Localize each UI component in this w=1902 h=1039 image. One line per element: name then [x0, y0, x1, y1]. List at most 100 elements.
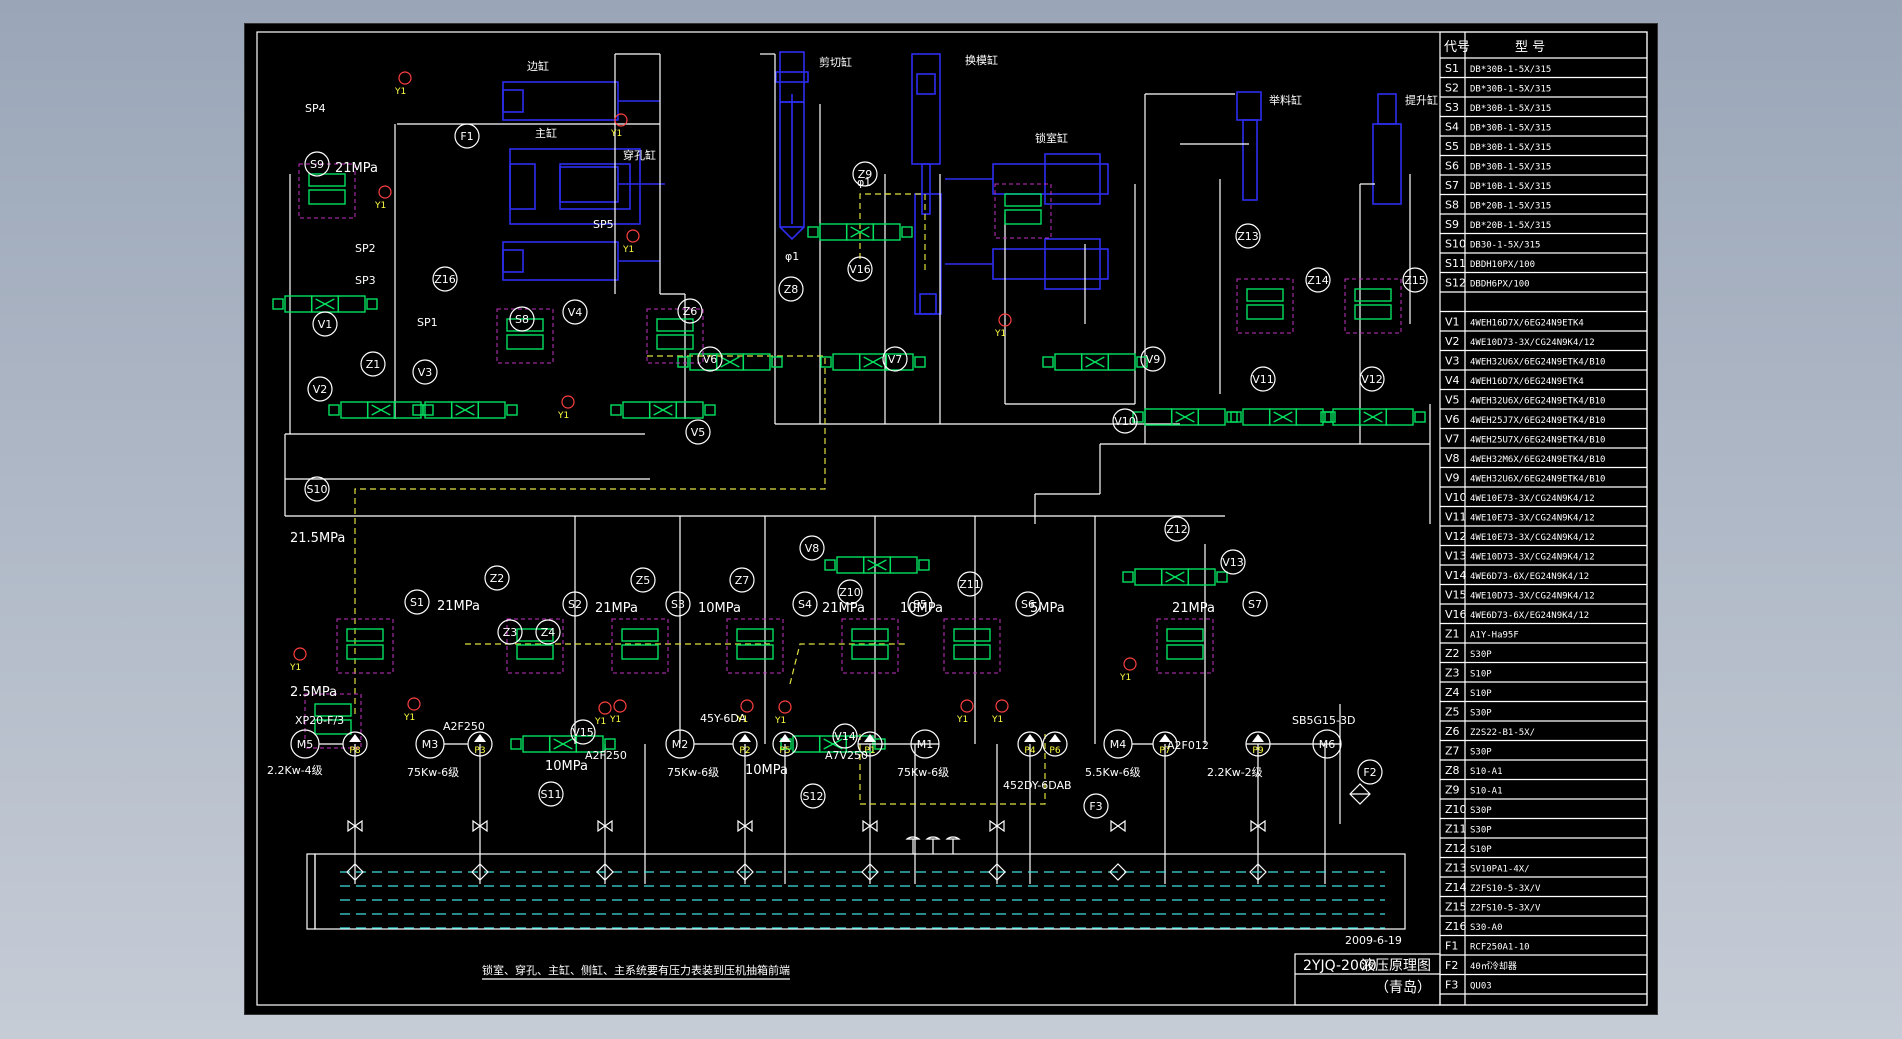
- text-pump_m5: XP20-F/3: [295, 714, 344, 727]
- solenoid: [771, 356, 783, 368]
- gauge-label: Y1: [610, 129, 622, 139]
- relief-boundary: [943, 618, 1001, 674]
- relief-solenoid: [1166, 644, 1204, 660]
- relief-valve: [516, 628, 554, 642]
- text-sp3: SP3: [355, 274, 376, 287]
- text-sp2: SP2: [355, 242, 376, 255]
- label-circle-z13: [1235, 223, 1261, 249]
- pump-label-p9: P9: [1252, 746, 1263, 756]
- relief-valve: [736, 628, 774, 642]
- suction-filter: [471, 863, 489, 881]
- outer-frame: [256, 31, 1648, 1006]
- suction-filter: [736, 863, 754, 881]
- valve-spool: [393, 401, 422, 419]
- relief-valve: [621, 628, 659, 642]
- valve-spool: [1187, 568, 1216, 586]
- text-sp4: SP4: [305, 102, 326, 115]
- relief-solenoid: [656, 334, 694, 350]
- label-circle-s9: [304, 151, 330, 177]
- table-row-model: 4WE10D73-3X/CG24N9K4/12: [1470, 592, 1595, 602]
- label-circle-v5: [685, 419, 711, 445]
- valve-spool: [1144, 408, 1173, 426]
- pump-p1: [857, 731, 883, 757]
- ball-valve: [472, 819, 488, 833]
- label-circle-z9: [852, 161, 878, 187]
- pressure-gauge: [398, 71, 412, 85]
- label-s6: S6: [1021, 598, 1035, 611]
- table-row-code: V7: [1445, 433, 1460, 446]
- relief-solenoid: [621, 644, 659, 660]
- solenoid: [1320, 411, 1332, 423]
- text-phi1b: φ1: [857, 176, 871, 189]
- relief-valve: [1004, 193, 1042, 207]
- label-circle-v11: [1250, 366, 1276, 392]
- table-row-code: S11: [1445, 257, 1466, 270]
- relief-valve-blocks: [298, 163, 1402, 749]
- pump-label-p4: P4: [1024, 746, 1035, 756]
- text-sp5: SP5: [593, 218, 614, 231]
- label-circle-v3: [412, 359, 438, 385]
- suction-filter: [988, 863, 1006, 881]
- relief-solenoid: [308, 189, 346, 205]
- solenoid: [604, 738, 616, 750]
- valve-spool: [1385, 408, 1414, 426]
- relief-valve: [1246, 288, 1284, 302]
- changer-cylinder: [911, 53, 942, 315]
- label-v16: V16: [849, 263, 871, 276]
- valve-spool: [1242, 408, 1271, 426]
- label-v15: V15: [572, 726, 594, 739]
- lift-cylinder-b: [1372, 93, 1402, 205]
- pressure-gauge: [378, 185, 392, 199]
- table-row-model: DBDH6PX/100: [1470, 280, 1530, 290]
- ball-valve: [347, 819, 363, 833]
- text-motor_m5: 2.2Kw-4级: [267, 764, 323, 777]
- table-row-code: Z12: [1445, 842, 1467, 855]
- table-row-model: 4WEH32U6X/6EG24N9ETK4/B10: [1470, 397, 1605, 407]
- label-circle-z6: [677, 298, 703, 324]
- table-row-model: DB*30B-1-5X/315: [1470, 163, 1551, 173]
- table-row-code: V13: [1445, 550, 1467, 563]
- label-circle-z2: [484, 565, 510, 591]
- pressure-gauge: [293, 647, 307, 661]
- label-circle-s12: [800, 783, 826, 809]
- pump-label-p8: P8: [349, 746, 360, 756]
- table-row-model: RCF250A1-10: [1470, 943, 1530, 953]
- solenoid: [807, 226, 819, 238]
- label-s11: S11: [541, 788, 562, 801]
- valve-spool: [872, 223, 901, 241]
- table-row-model: DB*10B-1-5X/315: [1470, 182, 1551, 192]
- relief-boundary: [1344, 278, 1402, 334]
- relief-boundary: [994, 183, 1052, 239]
- table-row-code: S4: [1445, 121, 1459, 134]
- table-row-model: QU03: [1470, 982, 1492, 992]
- pump-p3: [467, 731, 493, 757]
- label-circle-s7: [1242, 591, 1268, 617]
- relief-solenoid: [736, 644, 774, 660]
- table-row-code: Z11: [1445, 823, 1467, 836]
- ball-valve: [597, 819, 613, 833]
- suction-filter: [861, 863, 879, 881]
- table-row-model: DBDH10PX/100: [1470, 260, 1535, 270]
- table-row-code: S9: [1445, 218, 1459, 231]
- pump-arrow-p5: [779, 734, 791, 742]
- label-circle-v1: [312, 311, 338, 337]
- table-row-code: Z4: [1445, 686, 1460, 699]
- table-row-code: Z1: [1445, 628, 1460, 641]
- pump-p2: [732, 731, 758, 757]
- table-row-model: DB*30B-1-5X/315: [1470, 85, 1551, 95]
- relief-solenoid: [516, 644, 554, 660]
- ball-valve: [737, 819, 753, 833]
- table-row-code: S7: [1445, 179, 1459, 192]
- pump-arrow-p8: [349, 734, 361, 742]
- solenoid: [1132, 411, 1144, 423]
- shear-cylinder-label: 剪切缸: [819, 55, 852, 69]
- table-row-model: DB30-1-5X/315: [1470, 241, 1540, 251]
- label-s2: S2: [568, 598, 582, 611]
- text-s10_p: 21.5MPa: [290, 531, 345, 546]
- label-z9: Z9: [858, 168, 873, 181]
- relief-solenoid: [1246, 304, 1284, 320]
- relief-boundary: [1156, 618, 1214, 674]
- table-row-model: 4WE10D73-3X/CG24N9K4/12: [1470, 338, 1595, 348]
- table-row-code: Z2: [1445, 647, 1460, 660]
- pump-label-p1: P1: [864, 746, 875, 756]
